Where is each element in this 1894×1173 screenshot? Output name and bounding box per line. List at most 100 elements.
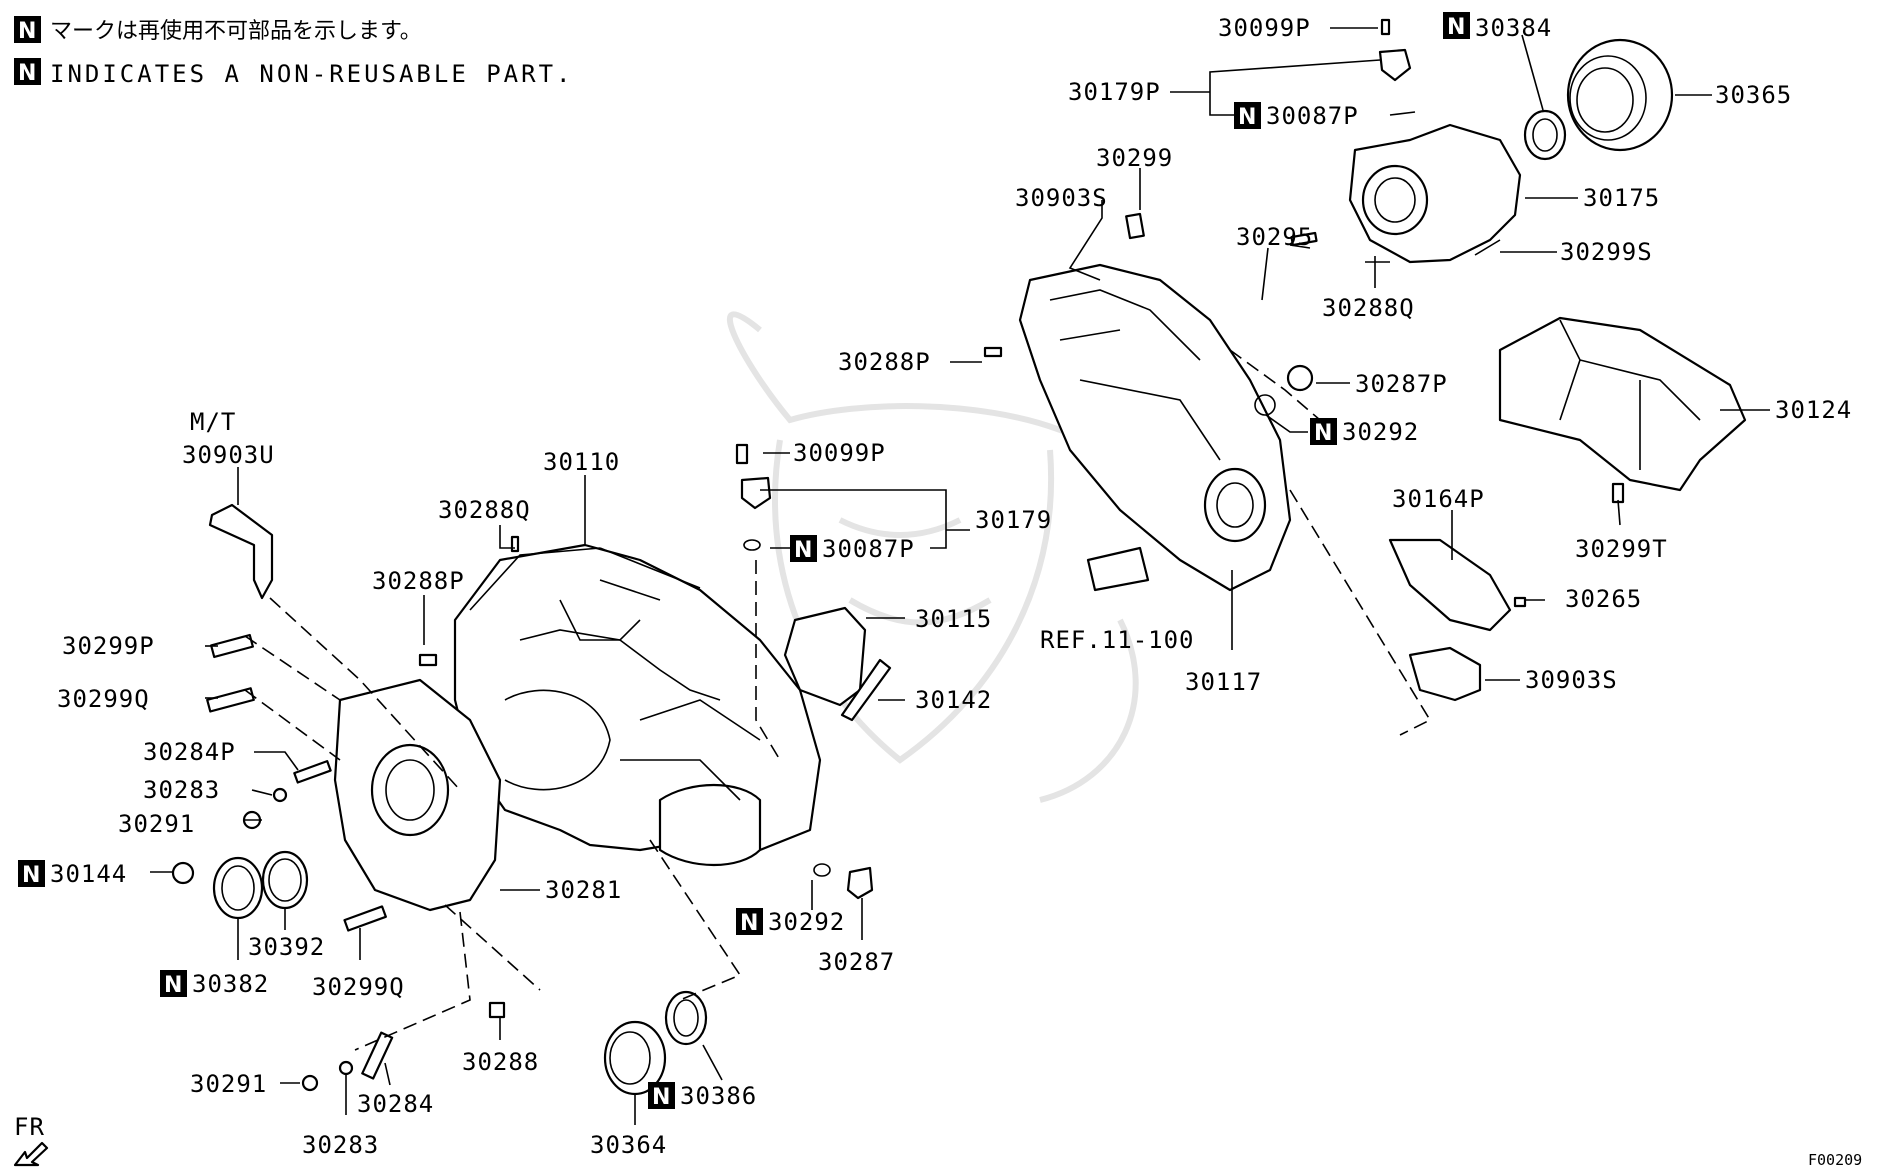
seal-30384	[1523, 109, 1567, 161]
part-callout[interactable]: 30299Q	[57, 685, 150, 713]
part-callout[interactable]: 30288P	[372, 567, 465, 595]
svg-text:30284: 30284	[357, 1090, 434, 1118]
part-callout[interactable]: 30291	[190, 1070, 267, 1098]
part-callout[interactable]: 30288P	[838, 348, 931, 376]
lever-30142	[840, 658, 892, 722]
part-callout[interactable]: 30284P	[143, 738, 236, 766]
part-callout[interactable]: 30299T	[1575, 535, 1668, 563]
part-callout[interactable]: N 30382	[160, 970, 269, 998]
part-callout[interactable]: N 30292	[1310, 418, 1419, 446]
cover-30115	[783, 606, 867, 707]
part-callout[interactable]: 30179	[975, 506, 1052, 534]
part-callout[interactable]: 30288Q	[1322, 294, 1415, 322]
part-callout[interactable]: 30903S	[1015, 184, 1108, 212]
svg-text:30299Q: 30299Q	[312, 973, 405, 1001]
part-callout[interactable]: 30124	[1775, 396, 1852, 424]
part-callout[interactable]: 30299S	[1560, 238, 1653, 266]
part-callout[interactable]: 30142	[915, 686, 992, 714]
part-callout[interactable]: 30281	[545, 876, 622, 904]
svg-text:N: N	[1238, 105, 1256, 130]
part-callout[interactable]: 30115	[915, 605, 992, 633]
mt-annotation: M/T	[190, 408, 236, 436]
part-callout[interactable]: 30903S	[1525, 666, 1618, 694]
part-callout[interactable]: 30283	[143, 776, 220, 804]
svg-text:FR: FR	[14, 1113, 45, 1141]
part-callout[interactable]: 30903U	[182, 441, 275, 469]
part-callout[interactable]: 30284	[357, 1090, 434, 1118]
bracket-30124	[1498, 316, 1747, 492]
svg-text:30288Q: 30288Q	[1322, 294, 1415, 322]
part-callout[interactable]: 30288	[462, 1048, 539, 1076]
leader-lines	[150, 27, 1770, 1125]
svg-text:N: N	[652, 1085, 670, 1110]
n-badge: N	[14, 16, 41, 44]
part-callout[interactable]: 30299	[1096, 144, 1173, 172]
part-callout[interactable]: 30287	[818, 948, 895, 976]
svg-text:N: N	[1447, 15, 1465, 40]
svg-text:30292: 30292	[1342, 418, 1419, 446]
part-callout[interactable]: 30392	[248, 933, 325, 961]
assembly-dashes	[244, 349, 1432, 1051]
svg-text:30299: 30299	[1096, 144, 1173, 172]
svg-text:30142: 30142	[915, 686, 992, 714]
svg-text:30382: 30382	[192, 970, 269, 998]
svg-text:30281: 30281	[545, 876, 622, 904]
svg-text:30288P: 30288P	[372, 567, 465, 595]
rear-case-30117	[1018, 263, 1292, 592]
svg-text:30903U: 30903U	[182, 441, 275, 469]
part-callout[interactable]: N 30087P	[790, 535, 915, 563]
part-callout[interactable]: 30164P	[1392, 485, 1485, 513]
part-callout[interactable]: 30291	[118, 810, 195, 838]
svg-text:30284P: 30284P	[143, 738, 236, 766]
svg-text:N: N	[164, 973, 182, 998]
svg-text:30175: 30175	[1583, 184, 1660, 212]
svg-text:N: N	[740, 911, 758, 936]
part-callout[interactable]: 30364	[590, 1131, 667, 1159]
svg-text:30179P: 30179P	[1068, 78, 1161, 106]
svg-text:30299S: 30299S	[1560, 238, 1653, 266]
part-callout[interactable]: 30295	[1236, 223, 1313, 251]
part-callout[interactable]: 30365	[1715, 81, 1792, 109]
part-callout[interactable]: 30287P	[1355, 370, 1448, 398]
part-callout[interactable]: 30110	[543, 448, 620, 476]
svg-text:30087P: 30087P	[822, 535, 915, 563]
svg-text:30117: 30117	[1185, 668, 1262, 696]
part-callout[interactable]: N 30386	[648, 1082, 757, 1110]
bracket-30903S	[1408, 646, 1482, 702]
part-callout[interactable]: 30099P	[1218, 14, 1311, 42]
part-callout[interactable]: 30299P	[62, 632, 155, 660]
part-callout[interactable]: 30283	[302, 1131, 379, 1159]
legend-jp-text: マークは再使用不可部品を示します。	[50, 19, 422, 44]
svg-text:N: N	[794, 538, 812, 563]
part-callout[interactable]: 30299Q	[312, 973, 405, 1001]
part-callout[interactable]: N 30384	[1443, 12, 1552, 42]
part-callout[interactable]: 30179P	[1068, 78, 1161, 106]
part-callout[interactable]: N 30087P	[1234, 102, 1359, 130]
legend: N マークは再使用不可部品を示します。 N INDICATES A NON-RE…	[14, 16, 570, 88]
svg-text:30292: 30292	[768, 908, 845, 936]
adapter-plate-30281	[333, 678, 502, 912]
part-callout[interactable]: N 30144	[18, 860, 127, 888]
bracket-30903U	[208, 503, 274, 600]
svg-text:30099P: 30099P	[793, 439, 886, 467]
n-badge: N	[14, 58, 41, 86]
small-parts	[171, 18, 1625, 1096]
svg-text:30384: 30384	[1475, 14, 1552, 42]
part-callout[interactable]: 30288Q	[438, 496, 531, 524]
cover-30164P	[1388, 538, 1512, 632]
part-callout[interactable]: N 30292	[736, 908, 845, 936]
figure-code: F00209	[1808, 1151, 1862, 1169]
part-callout[interactable]: 30265	[1565, 585, 1642, 613]
svg-text:30364: 30364	[590, 1131, 667, 1159]
svg-text:N: N	[18, 19, 36, 44]
svg-text:30392: 30392	[248, 933, 325, 961]
part-callout[interactable]: 30117	[1185, 668, 1262, 696]
part-callout[interactable]: 30175	[1583, 184, 1660, 212]
svg-text:30299P: 30299P	[62, 632, 155, 660]
svg-text:N: N	[22, 863, 40, 888]
svg-text:30124: 30124	[1775, 396, 1852, 424]
svg-text:30291: 30291	[190, 1070, 267, 1098]
part-callout[interactable]: 30099P	[793, 439, 886, 467]
svg-text:30087P: 30087P	[1266, 102, 1359, 130]
